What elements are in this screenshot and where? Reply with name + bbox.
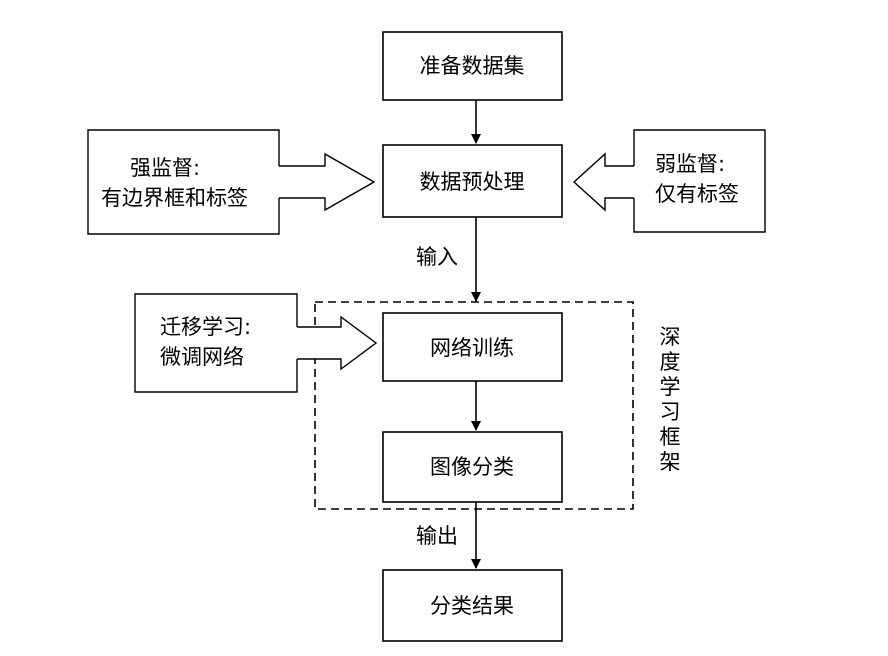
weak-supervision-callout-box [633,129,766,233]
framework-label-char: 度 [660,350,681,374]
framework-label-char: 框 [660,425,681,449]
transfer-learning-callout-box [134,293,298,393]
framework-label-char: 深 [660,325,681,349]
network-training-box [382,312,563,382]
weak-supervision-block-arrow [572,152,634,212]
framework-label-char: 学 [660,375,681,399]
network-training-label: 网络训练 [430,336,514,360]
transfer-learning-title: 迁移学习: [160,315,251,339]
strong-supervision-detail: 有边界框和标签 [101,186,248,210]
framework-label-char: 架 [660,450,681,474]
image-classification-label: 图像分类 [430,455,514,479]
classification-result-box [382,569,563,642]
deep-learning-framework-label: 深 度 学 习 框 架 [660,325,681,474]
image-classification-box [382,431,563,503]
input-edge-label: 输入 [416,245,458,269]
strong-supervision-callout-box [87,129,280,235]
output-edge-label: 输出 [416,524,458,548]
transfer-learning-block-arrow [297,315,378,371]
weak-supervision-detail: 仅有标签 [655,182,739,206]
preprocess-label: 数据预处理 [420,170,525,194]
framework-label-char: 习 [660,400,681,424]
weak-supervision-title: 弱监督: [655,152,725,176]
prepare-dataset-box [382,31,563,101]
classification-result-label: 分类结果 [430,594,514,618]
strong-supervision-title: 强监督: [130,156,200,180]
prepare-dataset-label: 准备数据集 [420,54,525,78]
preprocess-box [382,144,563,218]
deep-learning-framework-boundary [314,301,634,510]
transfer-learning-detail: 微调网络 [160,345,244,369]
strong-supervision-block-arrow [279,152,376,212]
